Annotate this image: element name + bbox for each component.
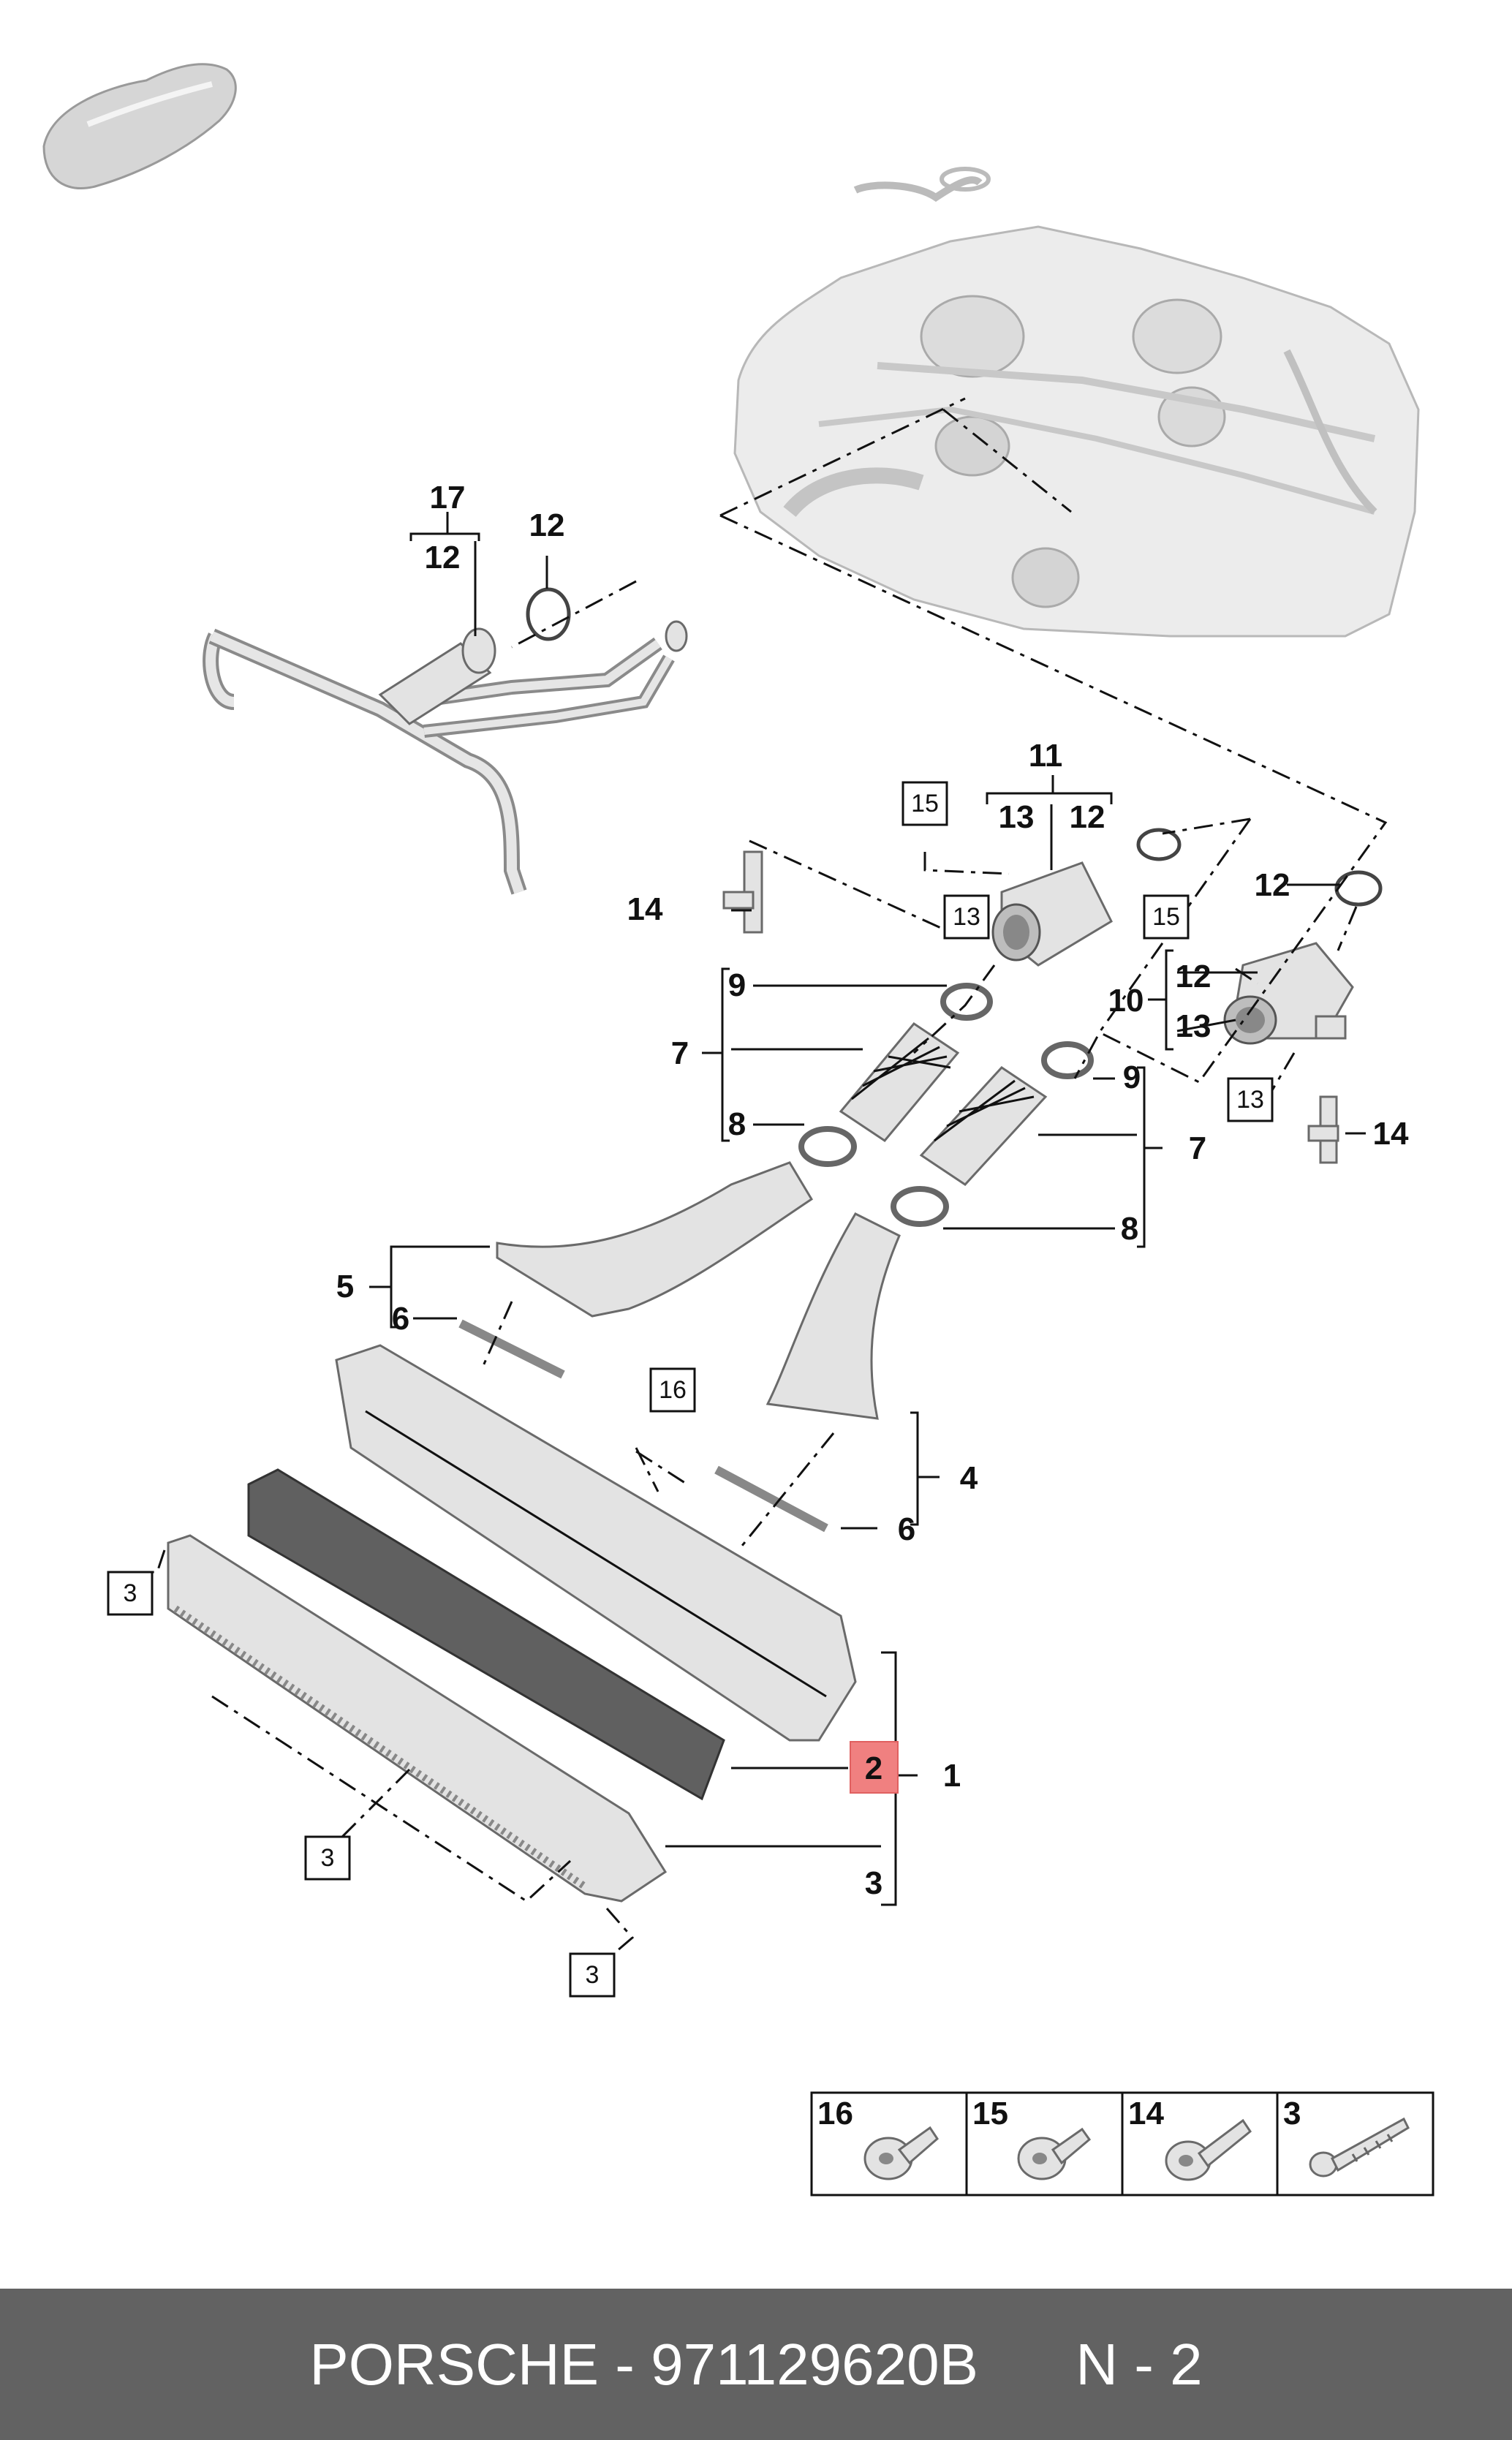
footer-part-number: 971129620B — [651, 2331, 978, 2397]
fastener-label-3: 3 — [1283, 2096, 1301, 2131]
bellows-right — [919, 1066, 1048, 1186]
footer-brand: PORSCHE — [309, 2331, 599, 2397]
throttle-body-right — [1223, 942, 1354, 1045]
callout-2-highlight: 2 — [850, 1741, 899, 1794]
boxed-callout-16: 16 — [659, 1376, 687, 1404]
callout-11: 11 — [1029, 738, 1063, 774]
bolt-flange-icon — [1165, 2118, 1252, 2181]
intake-duct-5 — [496, 1161, 814, 1318]
callout-12-hose-ring: 12 — [529, 507, 565, 543]
callout-2: 2 — [865, 1750, 882, 1786]
callout-4: 4 — [960, 1460, 978, 1496]
bellows-left — [839, 1022, 960, 1142]
callout-14-left: 14 — [627, 891, 663, 927]
fastener-label-15: 15 — [972, 2096, 1008, 2131]
callout-12-top: 12 — [1070, 799, 1105, 835]
intake-duct-4 — [766, 1212, 901, 1420]
fastener-table: 16 15 14 3 — [810, 2091, 1434, 2197]
boxed-callout-3-bottom: 3 — [586, 1961, 600, 1989]
throttle-body-left — [991, 861, 1113, 967]
bolt-flat-icon — [863, 2126, 939, 2180]
clamps — [526, 587, 1383, 1227]
airbox-lower-housing — [167, 1534, 668, 1903]
callout-13-right: 13 — [1176, 1008, 1212, 1044]
callout-17: 17 — [430, 480, 466, 515]
callout-10: 10 — [1108, 983, 1144, 1019]
breather-hose-assembly — [203, 620, 688, 895]
callout-labels: 17 12 12 11 13 12 14 12 10 12 13 14 9 7 … — [336, 480, 1409, 1901]
boxed-callout-15-top: 15 — [911, 790, 939, 817]
callout-3-right: 3 — [865, 1865, 882, 1901]
callout-6-right: 6 — [898, 1511, 915, 1547]
callout-12-hose: 12 — [425, 540, 461, 575]
leader-lines — [369, 512, 1366, 1906]
callout-9-left: 9 — [728, 967, 746, 1003]
fastener-label-16: 16 — [817, 2096, 853, 2131]
fastener-label-14: 14 — [1128, 2096, 1164, 2131]
callout-8-left: 8 — [728, 1106, 746, 1142]
boxed-callout-13-left: 13 — [953, 903, 980, 931]
car-thumbnail-icon — [42, 63, 237, 190]
connection-lines — [146, 397, 1388, 1961]
callout-8-right: 8 — [1121, 1211, 1138, 1247]
footer-page: N - 2 — [1076, 2331, 1203, 2397]
callout-1: 1 — [943, 1758, 961, 1794]
screw-icon — [1309, 2117, 1410, 2178]
callout-12-right-b: 12 — [1176, 959, 1212, 994]
bolt-flat-icon — [1017, 2127, 1092, 2180]
boxed-callouts: 15 13 15 13 16 3 3 3 — [107, 781, 1274, 1998]
footer-bar: PORSCHE - 971129620B N - 2 — [0, 2289, 1512, 2440]
boxed-callout-3-top: 3 — [124, 1579, 137, 1607]
callout-7-right: 7 — [1189, 1130, 1206, 1166]
callout-6-left: 6 — [392, 1301, 409, 1337]
fitting-left — [722, 850, 763, 934]
callout-7-left: 7 — [671, 1035, 689, 1071]
airbox-upper-housing — [335, 1344, 857, 1742]
bolts-6 — [458, 1319, 828, 1533]
callout-12-right: 12 — [1255, 867, 1290, 903]
callout-13-top: 13 — [999, 799, 1035, 835]
boxed-callout-15-right: 15 — [1152, 903, 1180, 931]
boxed-callout-3-mid: 3 — [321, 1844, 335, 1872]
engine-illustration — [733, 167, 1420, 638]
callout-9-right: 9 — [1123, 1060, 1141, 1095]
callout-14-right: 14 — [1373, 1116, 1409, 1152]
filter-element — [247, 1468, 725, 1801]
callout-5: 5 — [336, 1269, 354, 1304]
boxed-callout-13-right: 13 — [1236, 1086, 1264, 1114]
fitting-right — [1307, 1095, 1339, 1164]
footer-separator: - — [615, 2331, 635, 2397]
